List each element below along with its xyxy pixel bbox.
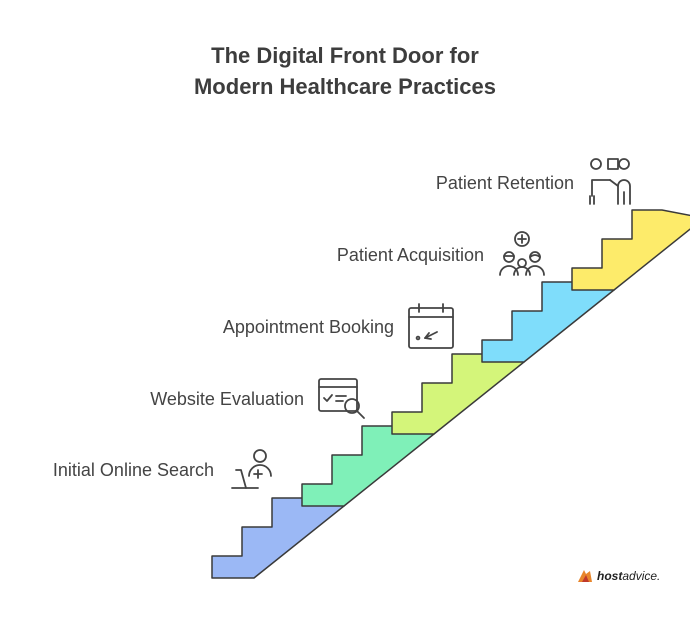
- step-label-initial-online-search: Initial Online Search: [52, 460, 214, 480]
- page-title: The Digital Front Door for Modern Health…: [0, 40, 690, 102]
- stair-segment-acquisition: [481, 281, 615, 363]
- staircase-steps: [211, 209, 690, 579]
- step-label-appointment-booking: Appointment Booking: [222, 317, 394, 337]
- stair-segment-booking: [391, 353, 525, 435]
- brand-host-text: host: [597, 569, 623, 583]
- stair-segment-search: [211, 497, 345, 579]
- calendar-icon: [408, 303, 454, 349]
- group-add-icon: [499, 231, 545, 276]
- stair-segment-retention: [571, 209, 690, 291]
- stair-segment-evaluation: [301, 425, 435, 507]
- user-laptop-icon: [231, 449, 272, 489]
- step-label-patient-retention: Patient Retention: [435, 173, 574, 193]
- step-label-website-evaluation: Website Evaluation: [150, 389, 304, 409]
- title-line-1: The Digital Front Door for: [211, 43, 479, 68]
- title-line-2: Modern Healthcare Practices: [193, 74, 497, 99]
- brand-advice-text: advice.: [622, 569, 661, 583]
- step-label-patient-acquisition: Patient Acquisition: [336, 245, 484, 265]
- browser-search-icon: [318, 378, 365, 419]
- presentation-icon: [589, 158, 631, 205]
- brand-logo-icon: [578, 570, 592, 582]
